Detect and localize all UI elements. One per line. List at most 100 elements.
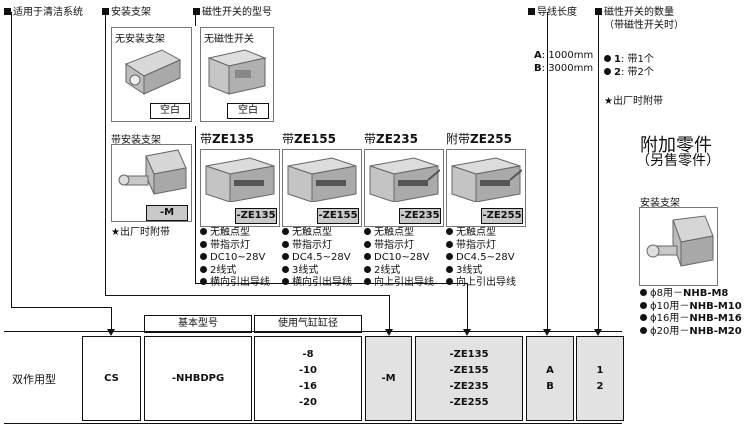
switch-option-code: -ZE135 — [235, 208, 277, 224]
cylinder-switch-image — [205, 157, 275, 202]
accessory-subtitle: （另售零件） — [636, 153, 720, 169]
connector-line — [111, 307, 112, 331]
switch-feature: 带指示灯 — [364, 240, 446, 253]
cylinder-switch-image — [369, 157, 440, 202]
switch-feature: DC10~28V — [200, 252, 282, 265]
bore-value: -10 — [298, 364, 318, 376]
switch-feature: DC4.5~28V — [446, 252, 528, 265]
switch-option-photo: -ZE235 — [364, 149, 444, 227]
connector-line — [195, 283, 468, 284]
qty-code-value: 1 — [596, 364, 604, 376]
connector-line — [11, 12, 12, 308]
switch-feature: 3线式 — [446, 265, 528, 278]
qty-code-value: 2 — [596, 380, 604, 392]
qty-option-1: 1: 带1个 — [604, 50, 654, 65]
code-cs: CS — [82, 336, 141, 421]
bore-value: -8 — [302, 348, 314, 360]
switch-feature: 无触点型 — [364, 227, 446, 240]
switch-none-panel: 无磁性开关 空白 — [200, 27, 274, 122]
accessory-caption: 安装支架 — [640, 198, 680, 209]
switch-feature: 带指示灯 — [446, 240, 528, 253]
accessory-item: ϕ10用－NHB-M10 — [640, 301, 742, 314]
code-qty: 1 2 — [576, 336, 624, 421]
header-bracket: 安装支架 — [102, 3, 151, 18]
switch-none-caption: 无磁性开关 — [204, 34, 254, 45]
switch-option-title: 带ZE235 — [364, 132, 418, 146]
switch-option-code: -ZE255 — [481, 208, 523, 224]
switch-option-ze155: 带ZE155 -ZE155 无触点型 带指示灯 DC4.5~28V 3线式 横向… — [282, 130, 364, 290]
code-model: -NHBDPG — [144, 336, 252, 421]
cylinder-image — [124, 49, 182, 95]
switch-option-title: 带ZE135 — [200, 132, 254, 146]
connector-line — [11, 307, 112, 308]
switch-feature: 向上引出导线 — [446, 277, 528, 290]
switch-option-ze235: 带ZE235 -ZE235 无触点型 带指示灯 DC10~28V 2线式 向上引… — [364, 130, 446, 290]
switch-feature: 横向引出导线 — [282, 277, 364, 290]
bracket-none-caption: 无安装支架 — [115, 34, 165, 45]
accessory-item: ϕ16用－NHB-M16 — [640, 313, 742, 326]
accessory-list: ϕ8用－NHB-M8 ϕ10用－NHB-M10 ϕ16用－NHB-M16 ϕ20… — [640, 288, 742, 338]
switch-code-value: -ZE255 — [449, 396, 489, 408]
cylinder-bracket-image — [118, 149, 187, 195]
bracket-none-panel: 无安装支架 空白 — [111, 27, 192, 122]
table-bottom-rule — [4, 423, 622, 424]
lead-option-b: B: 3000mm — [534, 63, 594, 74]
switch-code-value: -ZE135 — [449, 348, 489, 360]
switch-feature: 向上引出导线 — [364, 277, 446, 290]
header-system: 适用于清洁系统 — [4, 3, 83, 18]
qty-note: ★出厂时附带 — [604, 96, 663, 107]
arrow-icon — [107, 329, 115, 336]
qty-option-2: 2: 带2个 — [604, 63, 654, 78]
switch-option-code: -ZE155 — [317, 208, 359, 224]
bore-header: 使用气缸缸径 — [254, 315, 362, 333]
lead-code-value: B — [546, 380, 554, 392]
accessory-item: ϕ20用－NHB-M20 — [640, 326, 742, 339]
switch-feature: 2线式 — [200, 265, 282, 278]
connector-line — [598, 12, 599, 331]
switch-option-title: 带ZE155 — [282, 132, 336, 146]
cylinder-switch-image — [287, 157, 357, 202]
switch-feature: 无触点型 — [446, 227, 528, 240]
switch-code-value: -ZE235 — [449, 380, 489, 392]
arrow-icon — [543, 329, 551, 336]
connector-line — [547, 12, 548, 331]
arrow-icon — [463, 329, 471, 336]
accessory-title: 附加零件 — [640, 135, 712, 156]
arrow-icon — [594, 329, 602, 336]
table-top-rule — [4, 331, 622, 332]
header-switch-qty-sub: （带磁性开关时） — [604, 20, 684, 31]
switch-feature: 2线式 — [364, 265, 446, 278]
switch-option-photo: -ZE255 — [446, 149, 526, 227]
base-model-header: 基本型号 — [144, 315, 252, 333]
connector-line — [389, 295, 390, 331]
bracket-with-caption: 带安装支架 — [111, 135, 161, 146]
accessory-item: ϕ8用－NHB-M8 — [640, 288, 742, 301]
header-lead-length: 导线长度 — [528, 3, 577, 18]
cylinder-image — [207, 49, 267, 95]
switch-option-ze255: 附带ZE255 -ZE255 无触点型 带指示灯 DC4.5~28V 3线式 向… — [446, 130, 528, 290]
code-bracket: -M — [365, 336, 412, 421]
switch-option-photo: -ZE155 — [282, 149, 362, 227]
switch-none-code: 空白 — [227, 103, 269, 119]
switch-option-ze135: 带ZE135 -ZE135 无触点型 带指示灯 DC10~28V 2线式 横向引… — [200, 130, 282, 290]
switch-feature: 3线式 — [282, 265, 364, 278]
bracket-with-code: -M — [146, 205, 188, 221]
switch-feature: 带指示灯 — [200, 240, 282, 253]
bracket-none-code: 空白 — [150, 103, 190, 119]
bore-value: -20 — [298, 396, 318, 408]
accessory-photo — [639, 207, 718, 286]
cylinder-switch-image — [451, 157, 522, 202]
switch-option-title: 附带ZE255 — [446, 132, 512, 146]
connector-line — [105, 12, 106, 296]
switch-feature: DC10~28V — [364, 252, 446, 265]
row-label: 双作用型 — [12, 373, 56, 386]
bracket-note: ★出厂时附带 — [111, 227, 170, 238]
connector-line — [467, 283, 468, 331]
connector-line — [105, 295, 390, 296]
switch-option-photo: -ZE135 — [200, 149, 280, 227]
bracket-with-panel: -M — [111, 144, 192, 222]
header-switch-model: 磁性开关的型号 — [193, 3, 272, 18]
header-switch-qty: 磁性开关的数量 — [595, 3, 674, 18]
switch-feature: 横向引出导线 — [200, 277, 282, 290]
switch-option-code: -ZE235 — [399, 208, 441, 224]
